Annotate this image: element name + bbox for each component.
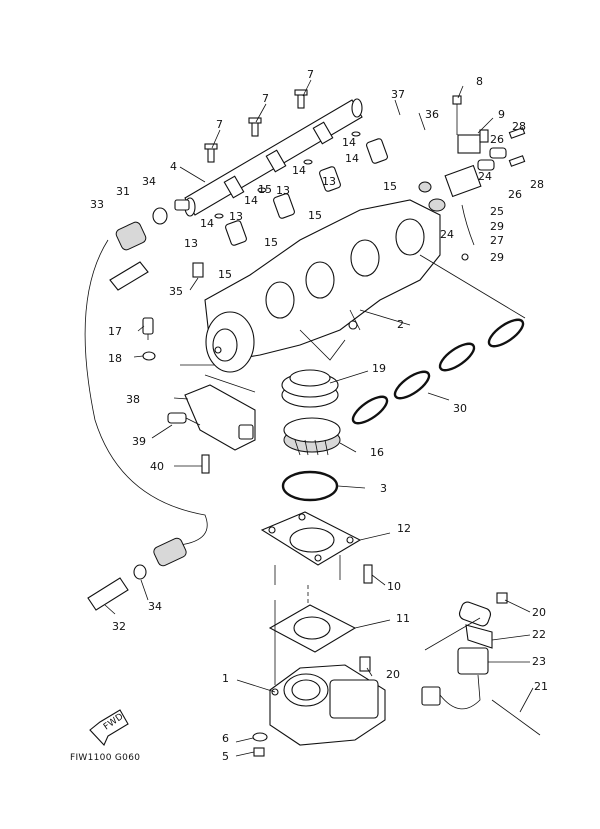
callout-13: 13	[184, 237, 198, 250]
rail-inlet-fittings	[84, 199, 208, 546]
callout-13: 13	[276, 184, 290, 197]
callout-15: 15	[218, 268, 232, 281]
callout-5: 5	[222, 750, 229, 763]
lower-left-sensor	[87, 537, 187, 611]
callout-27: 27	[490, 234, 504, 247]
callout-39: 39	[132, 435, 146, 448]
callout-4: 4	[170, 160, 177, 173]
callout-37: 37	[391, 88, 405, 101]
callout-32: 32	[112, 620, 126, 633]
callout-labels: 7 7 7 4 37 36 8 9 28 26 26 28 24 25 29 2…	[90, 68, 548, 763]
callout-14: 14	[345, 152, 359, 165]
callout-38: 38	[126, 393, 140, 406]
callout-22: 22	[532, 628, 546, 641]
callout-24: 24	[440, 228, 454, 241]
callout-28: 28	[530, 178, 544, 191]
callout-11: 11	[396, 612, 410, 625]
callout-14: 14	[342, 136, 356, 149]
callout-15: 15	[308, 209, 322, 222]
callout-34: 34	[142, 175, 156, 188]
callout-28: 28	[512, 120, 526, 133]
leader-lines	[104, 79, 534, 757]
callout-36: 36	[425, 108, 439, 121]
callout-13: 13	[229, 210, 243, 223]
spacer-seals	[281, 369, 341, 502]
callout-7: 7	[262, 92, 269, 105]
figure-code: FIW1100 G060	[70, 753, 140, 763]
callout-40: 40	[150, 460, 164, 473]
callout-20: 20	[532, 606, 546, 619]
throttle-plate	[260, 511, 373, 585]
right-side-parts	[421, 592, 541, 736]
callout-8: 8	[476, 75, 483, 88]
callout-15: 15	[264, 236, 278, 249]
callout-26: 26	[490, 133, 504, 146]
callout-15: 15	[383, 180, 397, 193]
callout-29: 29	[490, 220, 504, 233]
callout-20: 20	[386, 668, 400, 681]
callout-24: 24	[478, 170, 492, 183]
gasket	[268, 585, 357, 653]
callout-35: 35	[169, 285, 183, 298]
callout-14: 14	[244, 194, 258, 207]
callout-25: 25	[490, 205, 504, 218]
callout-18: 18	[108, 352, 122, 365]
o-rings	[351, 254, 526, 425]
callout-14: 14	[292, 164, 306, 177]
callout-26: 26	[508, 188, 522, 201]
callout-13: 13	[322, 175, 336, 188]
callout-12: 12	[397, 522, 411, 535]
callout-17: 17	[108, 325, 122, 338]
callout-15: 15	[258, 183, 272, 196]
callout-29: 29	[490, 251, 504, 264]
callout-19: 19	[372, 362, 386, 375]
fuel-rail	[184, 98, 363, 217]
callout-21: 21	[534, 680, 548, 693]
fwd-arrow: FWD	[89, 709, 129, 746]
callout-1: 1	[222, 672, 229, 685]
callout-23: 23	[532, 655, 546, 668]
callout-31: 31	[116, 185, 130, 198]
callout-3: 3	[380, 482, 387, 495]
callout-6: 6	[222, 732, 229, 745]
callout-30: 30	[453, 402, 467, 415]
callout-9: 9	[498, 108, 505, 121]
left-small-parts	[142, 262, 204, 361]
callout-2: 2	[397, 318, 404, 331]
throttle-body	[269, 600, 386, 746]
rail-bolts	[204, 89, 308, 163]
pressure-regulator	[418, 95, 526, 261]
bottom-fasteners	[252, 732, 268, 757]
sensor-bracket	[167, 364, 256, 474]
fuel-injectors	[214, 131, 388, 246]
callout-7: 7	[216, 118, 223, 131]
callout-14: 14	[200, 217, 214, 230]
callout-34: 34	[148, 600, 162, 613]
callout-33: 33	[90, 198, 104, 211]
callout-7: 7	[307, 68, 314, 81]
intake-manifold	[204, 199, 441, 373]
callout-16: 16	[370, 446, 384, 459]
callout-10: 10	[387, 580, 401, 593]
